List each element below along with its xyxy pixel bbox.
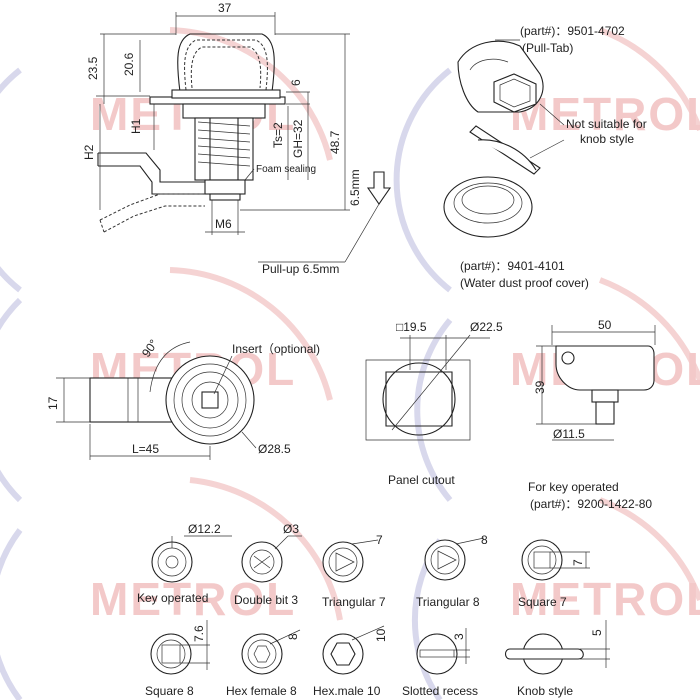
side-view-drawing: 37 23.5 20.6 6 Foam sealing: [82, 1, 392, 276]
insert-hexf-label: Hex female 8: [226, 684, 297, 698]
insert-square-8: 7.6 Square 8: [145, 620, 210, 698]
insert-knob-label: Knob style: [517, 684, 573, 698]
key-dim-50: 50: [598, 318, 612, 332]
cover-name: (Water dust proof cover): [460, 276, 589, 290]
insert-double-bit-dim: Ø3: [283, 522, 299, 536]
dim-height-20-6: 20.6: [122, 52, 136, 76]
watermark-text-2: METROL: [510, 88, 700, 140]
dim-17: 17: [46, 396, 60, 410]
insert-hex-male-10: 10 Hex.male 10: [313, 625, 388, 698]
insert-knob-dim: 5: [590, 629, 604, 636]
insert-slot-label: Slotted recess: [402, 684, 478, 698]
dim-pull-6-5: 6.5mm: [348, 169, 362, 206]
insert-tri7-label: Triangular 7: [322, 595, 386, 609]
cover-part-number: (part#)：9401-4101: [460, 259, 565, 273]
key-drawing: 50 39 Ø11.5 For key operated (part#)：920…: [528, 318, 656, 511]
insert-double-bit-label: Double bit 3: [234, 593, 298, 607]
dim-ts: Ts=2: [271, 122, 285, 148]
insert-hexm-dim: 10: [374, 628, 388, 642]
pull-tab-drawing: (part#)：9501-4702 (Pull-Tab): [457, 24, 625, 113]
dim-thread-m6: M6: [215, 217, 232, 231]
insert-triangular-7: 7 Triangular 7: [322, 533, 386, 609]
dim-dia-28-5: Ø28.5: [258, 442, 291, 456]
insert-tri8-label: Triangular 8: [416, 595, 480, 609]
insert-hexm-label: Hex.male 10: [313, 684, 381, 698]
dim-total-48-7: 48.7: [328, 130, 342, 154]
label-pull-up: Pull-up 6.5mm: [262, 262, 339, 276]
insert-double-bit: Ø3 Double bit 3: [234, 522, 302, 607]
dim-panel-6: 6: [289, 79, 303, 86]
thread-hatching: [197, 118, 251, 180]
cutout-dia-dim: Ø22.5: [470, 320, 503, 334]
label-foam-sealing: Foam sealing: [256, 164, 316, 175]
dim-h1: H1: [129, 118, 143, 134]
insert-sq7-dim: 7: [571, 559, 585, 566]
key-part-number: (part#)：9200-1422-80: [530, 497, 652, 511]
dim-h2: H2: [82, 144, 96, 160]
insert-square-7: 7 Square 7: [518, 539, 590, 609]
key-dim-39: 39: [533, 380, 547, 394]
insert-tri7-dim: 7: [376, 533, 383, 547]
insert-key-dim: Ø12.2: [188, 522, 221, 536]
insert-sq8-dim: 7.6: [192, 625, 206, 642]
insert-key-label: Key operated: [137, 591, 208, 605]
insert-sq8-label: Square 8: [145, 684, 194, 698]
note-line-1: Not suitable for: [566, 117, 647, 131]
cutout-square-dim: □19.5: [396, 320, 427, 334]
dim-height-23-5: 23.5: [86, 56, 100, 80]
note-line-2: knob style: [580, 132, 634, 146]
insert-knob-style: 5 Knob style: [504, 620, 610, 698]
dim-width-37: 37: [218, 1, 232, 15]
insert-slotted-recess: 3 Slotted recess: [402, 628, 478, 698]
insert-hex-female-8: 8 Hex female 8: [226, 629, 301, 698]
insert-hexf-dim: 8: [286, 633, 300, 640]
pull-tab-name: (Pull-Tab): [522, 41, 573, 55]
panel-cutout-label: Panel cutout: [388, 473, 455, 487]
insert-optional-label: Insert（optional): [232, 342, 320, 356]
pull-tab-part-number: (part#)：9501-4702: [520, 24, 625, 38]
not-suitable-note: Not suitable for knob style: [529, 103, 647, 159]
insert-sq7-label: Square 7: [518, 595, 567, 609]
watermark-text-6: METROL: [510, 573, 700, 625]
insert-triangular-8: 8 Triangular 8: [416, 533, 488, 609]
insert-slot-dim: 3: [452, 633, 466, 640]
water-cover-drawing: (part#)：9401-4101 (Water dust proof cove…: [443, 125, 589, 290]
dim-gh: GH=32: [291, 119, 305, 158]
key-caption: For key operated: [528, 480, 619, 494]
insert-tri8-dim: 8: [481, 533, 488, 547]
key-dim-11-5: Ø11.5: [553, 427, 585, 441]
panel-cutout-drawing: □19.5 Ø22.5 Panel cutout: [365, 320, 503, 487]
insert-key-operated: Ø12.2 Key operated: [137, 522, 232, 605]
dim-l-45: L=45: [132, 442, 159, 456]
